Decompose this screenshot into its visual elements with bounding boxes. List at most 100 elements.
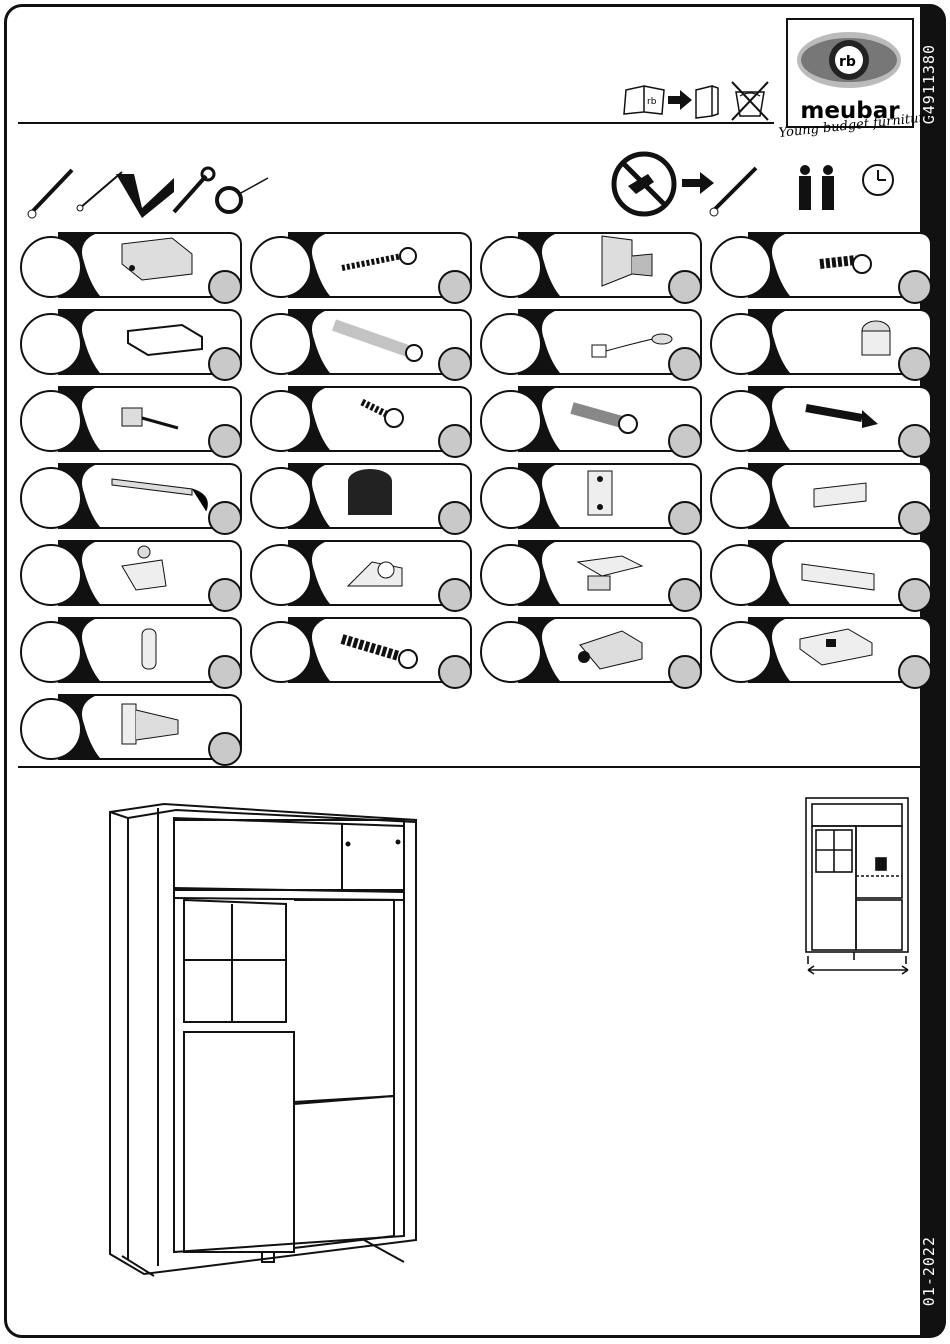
- fitting-number-circle: [250, 313, 312, 375]
- soft-close-damper-icon: [562, 542, 672, 600]
- fitting-number-circle: [250, 236, 312, 298]
- fitting-quantity-line: [822, 682, 892, 684]
- fitting-number-circle: [480, 467, 542, 529]
- shelf-support-icon: [102, 542, 212, 600]
- fitting-number-circle: [20, 544, 82, 606]
- square-ruler-icon: [116, 174, 174, 218]
- fitting-number-circle: [710, 544, 772, 606]
- fitting-quantity-line: [592, 682, 662, 684]
- fitting-count-circle: [208, 732, 242, 766]
- screwdriver-icon: [28, 170, 72, 218]
- fitting-count-circle: [208, 578, 242, 612]
- fitting-quantity-line: [592, 605, 662, 607]
- fitting-count-circle: [438, 501, 472, 535]
- fitting-quantity-line: [592, 374, 662, 376]
- fitting-number-circle: [480, 313, 542, 375]
- tape-measure-icon: [217, 178, 268, 212]
- fitting-card: [20, 617, 242, 685]
- fitting-quantity-line: [822, 605, 892, 607]
- fitting-card: [480, 540, 702, 608]
- fitting-quantity-line: [362, 605, 432, 607]
- brand-logo: rb meubar: [786, 18, 914, 128]
- fitting-card: [480, 617, 702, 685]
- fitting-count-circle: [208, 424, 242, 458]
- fitting-number-circle: [710, 467, 772, 529]
- fitting-quantity-line: [132, 297, 202, 299]
- corner-connector-icon: [332, 542, 442, 600]
- fitting-count-circle: [208, 501, 242, 535]
- fitting-number-circle: [480, 236, 542, 298]
- black-screw-icon: [792, 388, 902, 446]
- fitting-number-circle: [20, 236, 82, 298]
- fitting-count-circle: [668, 655, 702, 689]
- no-power-tools-icon: [608, 150, 680, 218]
- fitting-card: [710, 309, 932, 377]
- euro-screw-icon: [792, 234, 902, 292]
- furniture-glide-icon: [102, 311, 212, 369]
- fitting-number-circle: [250, 544, 312, 606]
- led-cable-icon: [562, 311, 672, 369]
- tools-row: [24, 164, 274, 220]
- wooden-dowel-icon: [792, 465, 902, 523]
- fitting-count-circle: [438, 578, 472, 612]
- fitting-count-circle: [208, 347, 242, 381]
- fitting-count-circle: [898, 270, 932, 304]
- shelf-pin-icon: [102, 619, 212, 677]
- fitting-count-circle: [898, 347, 932, 381]
- threaded-rod-icon: [332, 311, 442, 369]
- fitting-count-circle: [208, 270, 242, 304]
- fitting-card: [480, 232, 702, 300]
- fitting-number-circle: [20, 698, 82, 760]
- fitting-quantity-line: [822, 528, 892, 530]
- cam-lock-icon: [792, 311, 902, 369]
- svg-text:rb: rb: [647, 97, 657, 107]
- angle-bracket-icon: [562, 234, 672, 292]
- eye-icon: rb: [794, 26, 904, 92]
- fitting-count-circle: [668, 578, 702, 612]
- mounting-clip-icon: [792, 619, 902, 677]
- cabinet-front-diagram: [800, 796, 916, 980]
- long-dowel-icon: [792, 542, 902, 600]
- push-latch-icon: [562, 619, 672, 677]
- fitting-card: [250, 617, 472, 685]
- fitting-count-circle: [668, 501, 702, 535]
- fitting-number-circle: [710, 390, 772, 452]
- fitting-card: [480, 386, 702, 454]
- fitting-number-circle: [20, 390, 82, 452]
- fitting-number-circle: [480, 544, 542, 606]
- fitting-card: [20, 463, 242, 531]
- fitting-quantity-line: [362, 451, 432, 453]
- fitting-card: [20, 386, 242, 454]
- chipboard-screw-icon: [332, 619, 442, 677]
- led-strip-icon: [102, 465, 212, 523]
- fitting-quantity-line: [132, 528, 202, 530]
- screwdriver-icon: [706, 164, 762, 218]
- fitting-number-circle: [20, 313, 82, 375]
- fitting-count-circle: [438, 270, 472, 304]
- fitting-count-circle: [898, 578, 932, 612]
- fitting-quantity-line: [822, 297, 892, 299]
- fitting-quantity-line: [592, 528, 662, 530]
- fitting-card: [250, 386, 472, 454]
- connector-bolt-icon: [562, 388, 672, 446]
- shelf-pin-bolt-icon: [102, 388, 212, 446]
- fitting-count-circle: [668, 424, 702, 458]
- black-cam-lock-icon: [332, 465, 442, 523]
- fitting-number-circle: [480, 621, 542, 683]
- short-screw-icon: [332, 388, 442, 446]
- fitting-quantity-line: [132, 682, 202, 684]
- header-divider: [18, 122, 774, 124]
- section-divider: [18, 766, 930, 768]
- wood-screw-icon: [332, 234, 442, 292]
- fitting-number-circle: [710, 621, 772, 683]
- fitting-card: [250, 232, 472, 300]
- fitting-card: [20, 694, 242, 762]
- svg-text:rb: rb: [839, 54, 856, 70]
- fitting-number-circle: [250, 621, 312, 683]
- fitting-card: [250, 463, 472, 531]
- fitting-quantity-line: [132, 605, 202, 607]
- hex-key-icon: [77, 172, 122, 211]
- fitting-quantity-line: [822, 451, 892, 453]
- clock-icon: [860, 162, 896, 198]
- fitting-card: [20, 232, 242, 300]
